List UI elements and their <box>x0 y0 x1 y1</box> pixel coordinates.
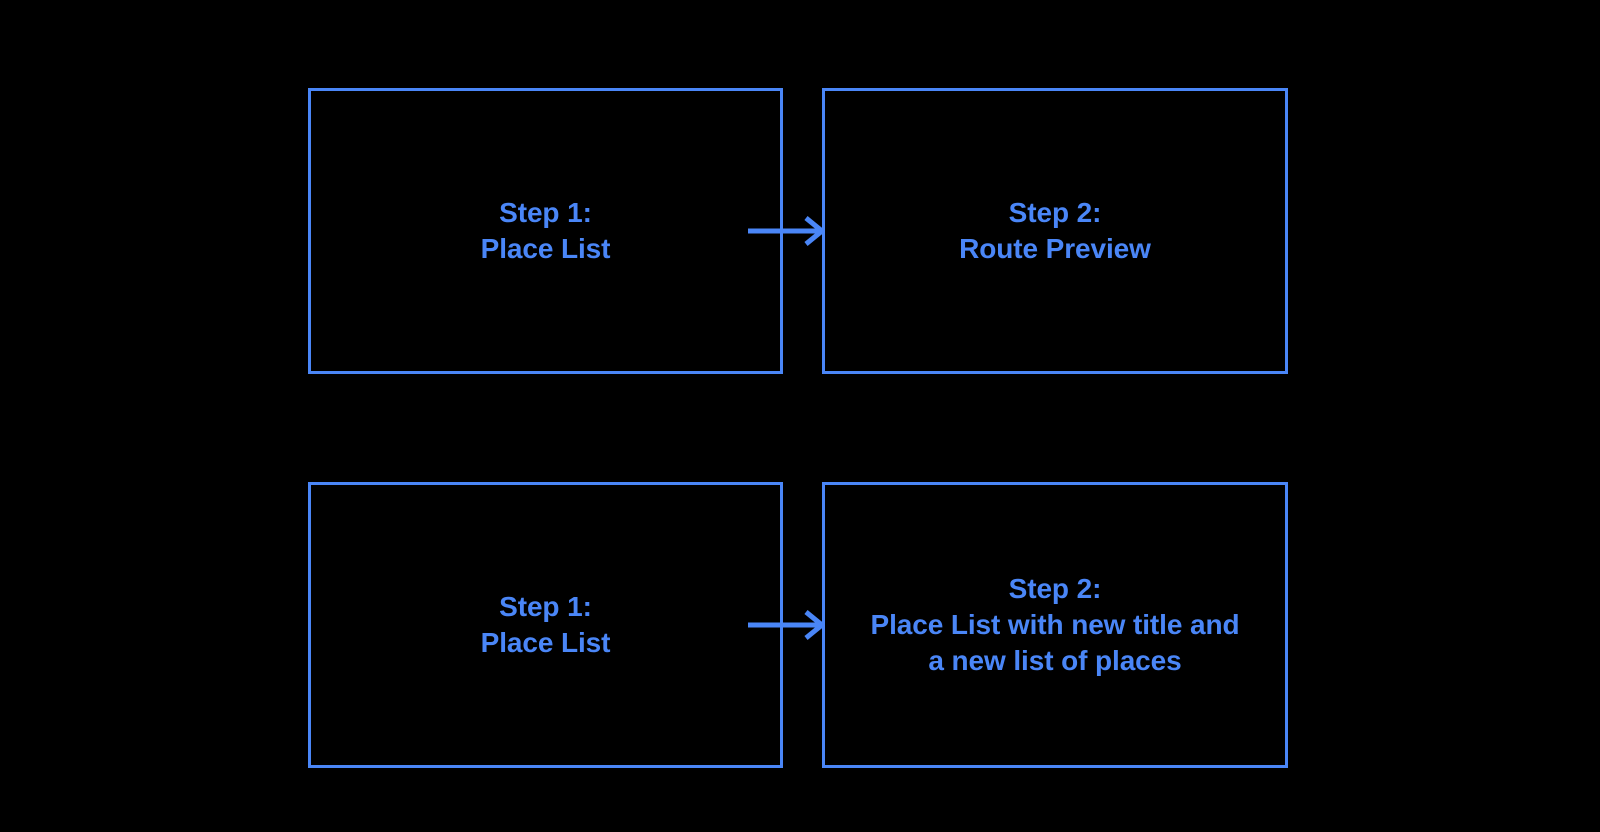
step-box-2-route-preview[interactable]: Step 2: Route Preview <box>822 88 1288 374</box>
flow-row-route-preview: Step 1: Place List Step 2: Route Preview <box>0 88 1600 374</box>
step-box-label: Step 2: Route Preview <box>959 197 1151 264</box>
step-box-1-place-list-bottom[interactable]: Step 1: Place List <box>308 482 783 768</box>
step-box-2-new-place-list[interactable]: Step 2: Place List with new title and a … <box>822 482 1288 768</box>
step-box-1-place-list-top[interactable]: Step 1: Place List <box>308 88 783 374</box>
step-box-label: Step 1: Place List <box>480 591 611 658</box>
flow-row-new-place-list: Step 1: Place List Step 2: Place List wi… <box>0 482 1600 768</box>
step-box-label: Step 2: Place List with new title and a … <box>870 573 1240 676</box>
step-box-label: Step 1: Place List <box>480 197 611 264</box>
